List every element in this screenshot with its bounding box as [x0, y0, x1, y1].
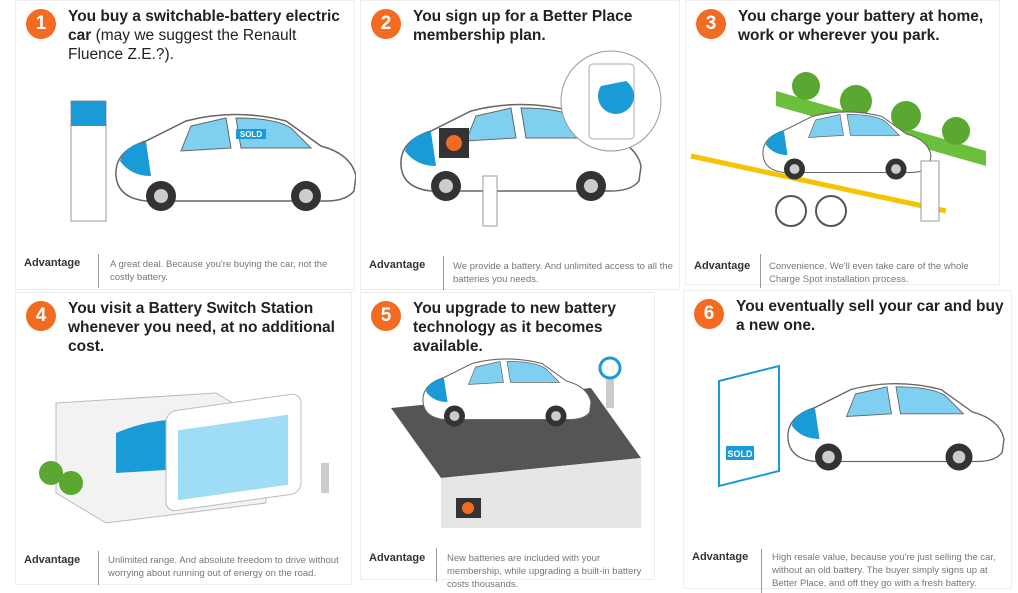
- step-5-panel: 5 You upgrade to new battery technology …: [360, 292, 655, 590]
- step-4-panel: 4 You visit a Battery Switch Station whe…: [15, 292, 352, 585]
- advantage-text: New batteries are included with your mem…: [447, 553, 642, 590]
- step-title: You sign up for a Better Place membershi…: [413, 8, 633, 44]
- step-1-panel: 1 You buy a switchable-battery electric …: [15, 0, 356, 290]
- step-title: You visit a Battery Switch Station whene…: [68, 300, 335, 355]
- step-title: You eventually sell your car and buy a n…: [736, 298, 1004, 334]
- advantage-text: A great deal. Because you're buying the …: [110, 259, 328, 283]
- sold-sign: SOLD: [240, 130, 262, 139]
- step-2-panel: 2 You sign up for a Better Place members…: [360, 0, 680, 290]
- divider: [761, 549, 762, 593]
- upgrade-illustration: [391, 356, 641, 528]
- car-purchase-illustration: SOLD: [70, 100, 356, 222]
- membership-illustration: [400, 50, 662, 227]
- resale-illustration: SOLD: [718, 364, 1005, 488]
- sold-sign: SOLD: [727, 449, 753, 459]
- divider: [98, 254, 99, 288]
- divider: [436, 548, 437, 582]
- step-number-badge: 1: [26, 9, 56, 39]
- advantage-text: High resale value, because you're just s…: [772, 552, 996, 589]
- advantage-label: Advantage: [694, 260, 751, 272]
- advantage-label: Advantage: [369, 552, 426, 564]
- step-number-badge: 3: [696, 9, 726, 39]
- advantage-text: Unlimited range. And absolute freedom to…: [108, 555, 339, 579]
- divider: [760, 254, 761, 288]
- advantage-text: We provide a battery. And unlimited acce…: [453, 261, 673, 285]
- advantage-label: Advantage: [24, 554, 81, 566]
- step-3-panel: 3 You charge your battery at home, work …: [685, 0, 1000, 288]
- step-number-badge: 4: [26, 301, 56, 331]
- step-6-panel: 6 You eventually sell your car and buy a…: [683, 290, 1012, 593]
- charging-illustration: [690, 72, 986, 227]
- divider: [98, 551, 99, 585]
- step-number-badge: 6: [694, 299, 724, 329]
- divider: [443, 256, 444, 290]
- advantage-label: Advantage: [369, 259, 426, 271]
- step-title: You buy a switchable-battery electric ca…: [68, 8, 340, 63]
- step-title: You charge your battery at home, work or…: [738, 8, 984, 44]
- switch-station-illustration: [39, 392, 329, 524]
- step-number-badge: 5: [371, 301, 401, 331]
- advantage-text: Convenience. We'll even take care of the…: [769, 261, 969, 285]
- advantage-label: Advantage: [692, 551, 749, 563]
- step-number-badge: 2: [371, 9, 401, 39]
- step-title: You upgrade to new battery technology as…: [413, 300, 616, 355]
- advantage-label: Advantage: [24, 257, 81, 269]
